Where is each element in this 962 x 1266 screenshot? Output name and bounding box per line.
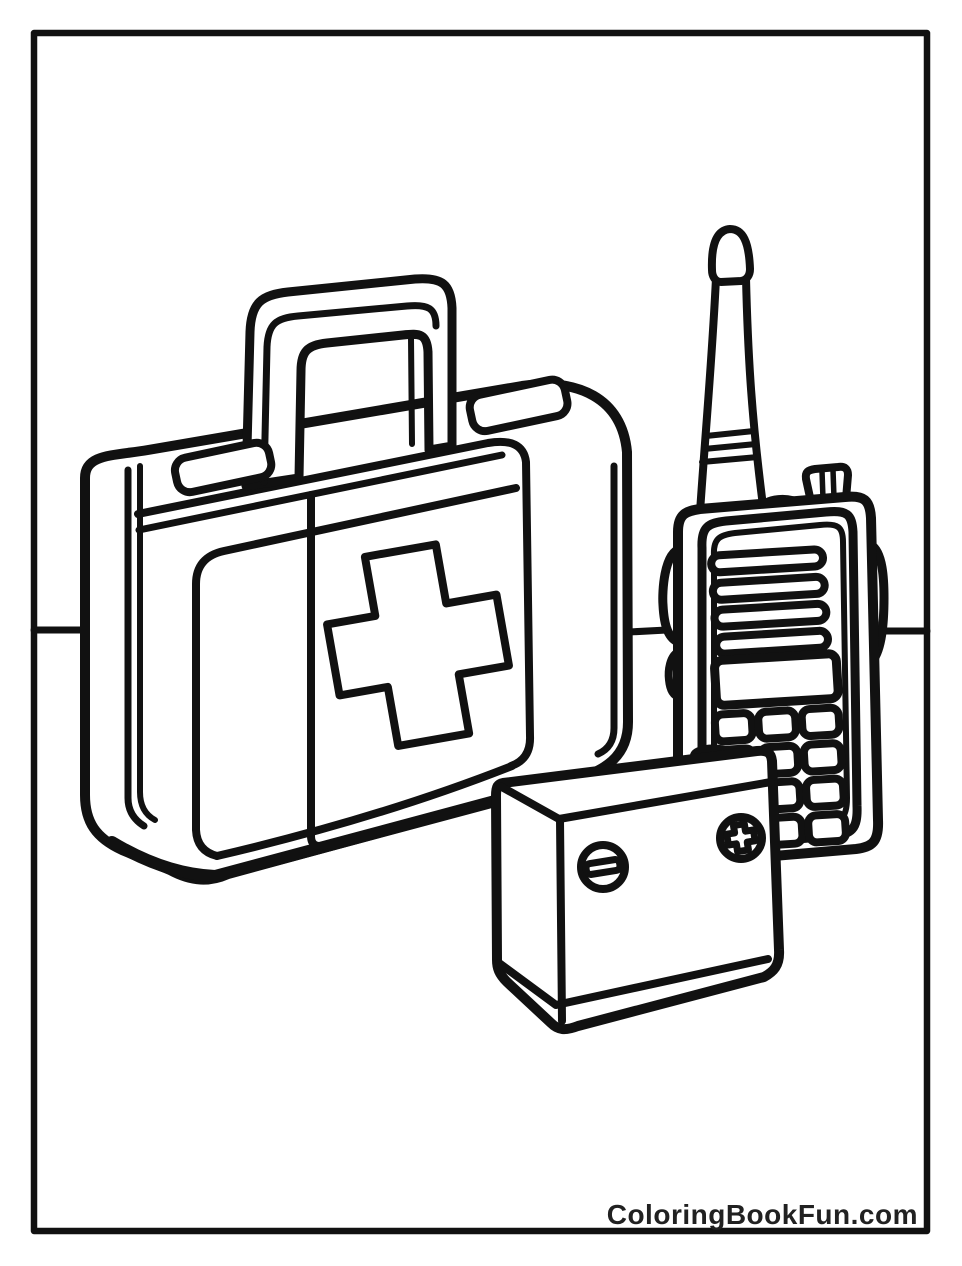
kit-latch-right (465, 375, 572, 436)
walkie-talkie-drawing (658, 225, 889, 868)
kit-front-bottom-edge (213, 762, 516, 860)
battery-drawing (491, 744, 785, 1035)
speaker-grille (707, 545, 832, 658)
kit-latch-left (170, 438, 276, 497)
kit-bottom-edge (106, 776, 572, 882)
antenna-tip (707, 225, 754, 286)
kit-lid-seam (134, 437, 535, 770)
plus-terminal-icon (716, 813, 766, 863)
kit-left-band-line (137, 463, 158, 823)
watermark-text: ColoringBookFun.com (607, 1199, 918, 1230)
battery-bottom-band (495, 955, 772, 1009)
kit-handle (241, 274, 457, 491)
knob-ridges (819, 467, 837, 502)
kit-handle-inner-line (260, 302, 440, 486)
table-line (30, 626, 931, 636)
kit-right-inner-line (594, 462, 618, 758)
antenna-rungs (699, 428, 761, 465)
medical-cross-icon (323, 540, 513, 750)
antenna (696, 274, 767, 516)
first-aid-kit-drawing (80, 274, 633, 885)
kit-handle-inner-line (408, 335, 415, 447)
radio-display (710, 649, 843, 710)
kit-lid-seam (135, 451, 506, 534)
minus-terminal-icon (577, 841, 629, 893)
kit-left-band-line (124, 466, 148, 830)
battery-front-left-edge (556, 816, 566, 1025)
kit-body-seam (192, 484, 520, 860)
